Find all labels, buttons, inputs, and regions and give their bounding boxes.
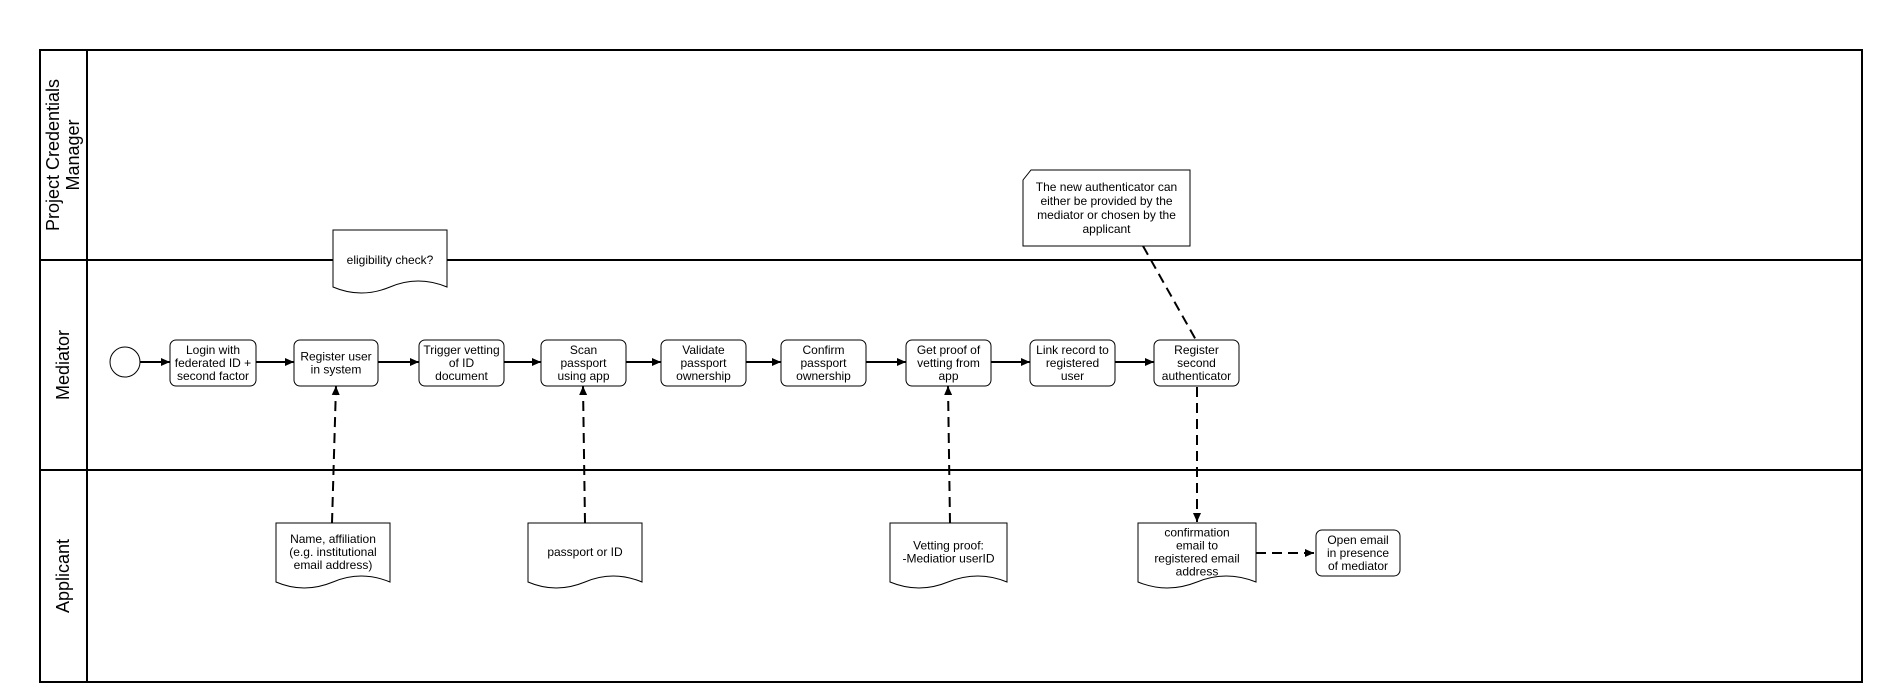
text-line: second bbox=[1177, 356, 1216, 370]
text-line: authenticator bbox=[1162, 369, 1231, 383]
lane-label-project-credentials-manager: Project CredentialsManager bbox=[43, 79, 83, 231]
assoc-name-affiliation-to-register-user bbox=[331, 385, 340, 524]
assoc-passport-to-scan-passport bbox=[579, 385, 588, 524]
text-line: email to bbox=[1176, 539, 1218, 553]
lane-label-line: Mediator bbox=[53, 330, 73, 400]
document-passport-or-id[interactable]: passport or ID bbox=[527, 522, 643, 589]
text-line: Trigger vetting bbox=[423, 343, 499, 357]
text-line: registered bbox=[1046, 356, 1099, 370]
text-line: ownership bbox=[676, 369, 731, 383]
text-line: in system bbox=[311, 363, 362, 377]
text-line: registered email bbox=[1154, 552, 1239, 566]
text-line: The new authenticator can bbox=[1036, 180, 1177, 194]
text-line: Open email bbox=[1327, 533, 1388, 547]
text-line: passport or ID bbox=[547, 545, 623, 559]
lane-label-line: Project Credentials bbox=[43, 79, 63, 231]
text-line: applicant bbox=[1082, 222, 1131, 236]
text-line: passport bbox=[800, 356, 847, 370]
text-line: Name, affiliation bbox=[290, 532, 376, 546]
text-line: Validate bbox=[682, 343, 725, 357]
document-label: passport or ID bbox=[547, 545, 623, 559]
document-eligibility-check[interactable]: eligibility check? bbox=[332, 229, 448, 294]
lane-label-line: Applicant bbox=[53, 539, 73, 613]
text-line: of mediator bbox=[1328, 559, 1388, 573]
text-line: mediator or chosen by the bbox=[1037, 208, 1176, 222]
text-line: either be provided by the bbox=[1040, 194, 1172, 208]
text-line: vetting from bbox=[917, 356, 980, 370]
text-line: Confirm bbox=[802, 343, 844, 357]
text-line: passport bbox=[680, 356, 727, 370]
text-line: -Mediatior userID bbox=[902, 552, 994, 566]
text-line: app bbox=[938, 369, 958, 383]
lane-label-applicant: Applicant bbox=[53, 539, 73, 613]
text-line: Get proof of bbox=[917, 343, 981, 357]
text-line: user bbox=[1061, 369, 1084, 383]
text-line: Vetting proof: bbox=[913, 539, 984, 553]
text-line: ownership bbox=[796, 369, 851, 383]
text-line: using app bbox=[557, 369, 609, 383]
text-line: address bbox=[1176, 565, 1219, 579]
start-event[interactable] bbox=[109, 346, 141, 378]
text-line: email address) bbox=[294, 558, 373, 572]
lane-label-mediator: Mediator bbox=[53, 330, 73, 400]
text-line: (e.g. institutional bbox=[289, 545, 376, 559]
associations bbox=[331, 245, 1314, 557]
text-line: Link record to bbox=[1036, 343, 1109, 357]
text-line: passport bbox=[560, 356, 607, 370]
text-line: Register user bbox=[300, 350, 371, 364]
text-line: of ID bbox=[449, 356, 475, 370]
assoc-vetting-proof-to-get-proof bbox=[944, 385, 953, 524]
text-line: document bbox=[435, 369, 488, 383]
text-line: Scan bbox=[570, 343, 597, 357]
document-vetting-proof[interactable]: Vetting proof:-Mediatior userID bbox=[889, 522, 1008, 589]
text-line: Login with bbox=[186, 343, 240, 357]
text-line: Register bbox=[1174, 343, 1219, 357]
lane-label-line: Manager bbox=[63, 119, 83, 190]
text-line: federated ID + bbox=[175, 356, 251, 370]
document-label: Vetting proof:-Mediatior userID bbox=[902, 539, 994, 566]
assoc-annotation-to-register-authenticator bbox=[1142, 245, 1197, 341]
document-label: eligibility check? bbox=[347, 253, 434, 267]
text-line: second factor bbox=[177, 369, 249, 383]
text-line: eligibility check? bbox=[347, 253, 434, 267]
text-line: confirmation bbox=[1164, 526, 1229, 540]
text-line: in presence bbox=[1327, 546, 1389, 560]
